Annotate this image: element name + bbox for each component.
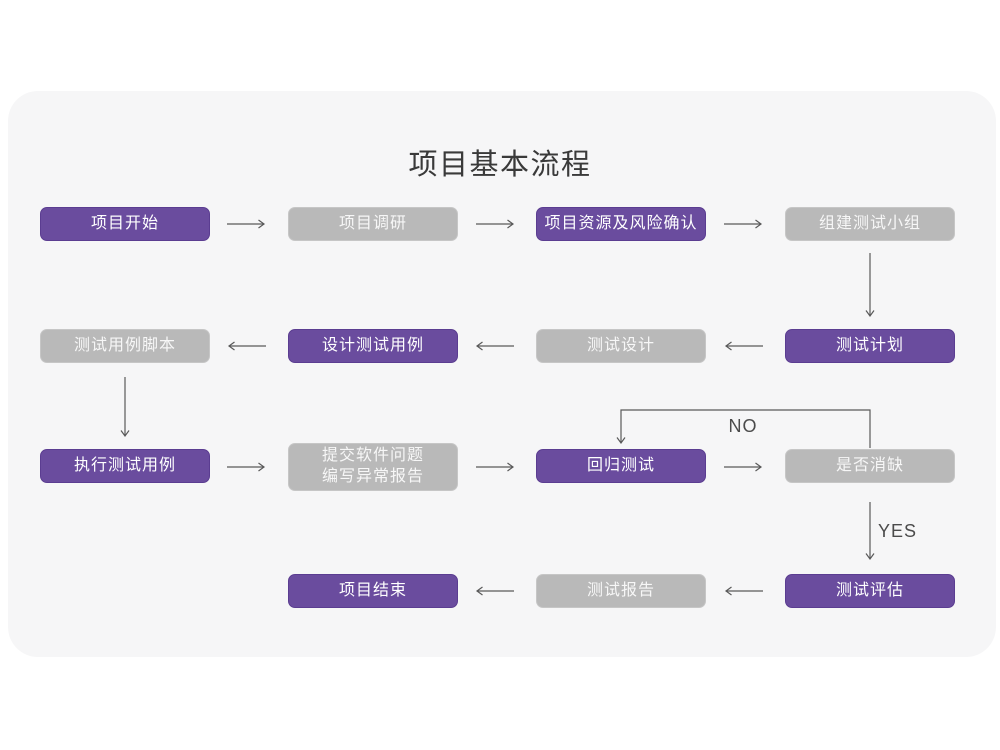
edge-label-no: NO xyxy=(728,416,758,436)
node-project-research: 项目调研 xyxy=(288,207,458,241)
node-test-design: 测试设计 xyxy=(536,329,706,363)
node-test-case-scripts: 测试用例脚本 xyxy=(40,329,210,363)
node-test-report: 测试报告 xyxy=(536,574,706,608)
edge-label-yes: YES xyxy=(878,521,918,541)
node-project-resources-risk: 项目资源及风险确认 xyxy=(536,207,706,241)
page-title: 项目基本流程 xyxy=(408,149,592,181)
node-submit-issue-report: 提交软件问题 编写异常报告 xyxy=(288,443,458,491)
node-design-test-cases: 设计测试用例 xyxy=(288,329,458,363)
node-project-start: 项目开始 xyxy=(40,207,210,241)
flowchart-card xyxy=(8,91,996,657)
node-build-test-team: 组建测试小组 xyxy=(785,207,955,241)
node-execute-test-cases: 执行测试用例 xyxy=(40,449,210,483)
node-test-evaluation: 测试评估 xyxy=(785,574,955,608)
node-defect-cleared: 是否消缺 xyxy=(785,449,955,483)
node-regression-test: 回归测试 xyxy=(536,449,706,483)
node-project-end: 项目结束 xyxy=(288,574,458,608)
node-test-plan: 测试计划 xyxy=(785,329,955,363)
